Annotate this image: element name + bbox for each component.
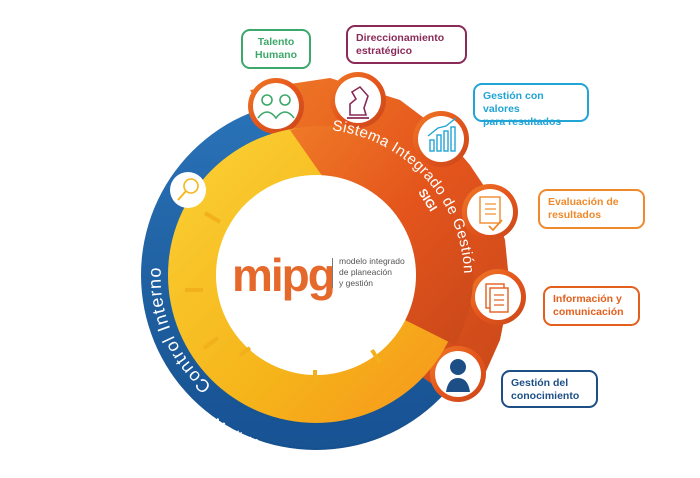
center-disc xyxy=(216,175,416,375)
bar-chart-icon xyxy=(418,116,464,162)
people-icon xyxy=(253,83,299,129)
label-talento-humano: Talento Humano xyxy=(241,29,311,69)
documents-icon xyxy=(475,274,521,320)
logo-tagline: modelo integrado de planeación y gestión xyxy=(339,256,405,288)
chess-knight-icon xyxy=(335,77,381,123)
label-evaluacion-resultados: Evaluación de resultados xyxy=(538,189,645,229)
mipg-logo: mipg xyxy=(232,249,334,301)
label-direccionamiento-estrategico: Direccionamiento estratégico xyxy=(346,25,467,64)
label-gestion-conocimiento: Gestión del conocimiento xyxy=(501,370,598,408)
person-head-icon xyxy=(435,351,481,397)
label-gestion-valores: Gestión con valores para resultados xyxy=(473,83,589,128)
magnifier-icon xyxy=(170,172,206,208)
label-informacion-comunicacion: Información y comunicación xyxy=(543,286,640,326)
inner-ticks xyxy=(185,211,382,385)
logo-divider xyxy=(332,258,333,288)
checklist-icon xyxy=(467,189,513,235)
